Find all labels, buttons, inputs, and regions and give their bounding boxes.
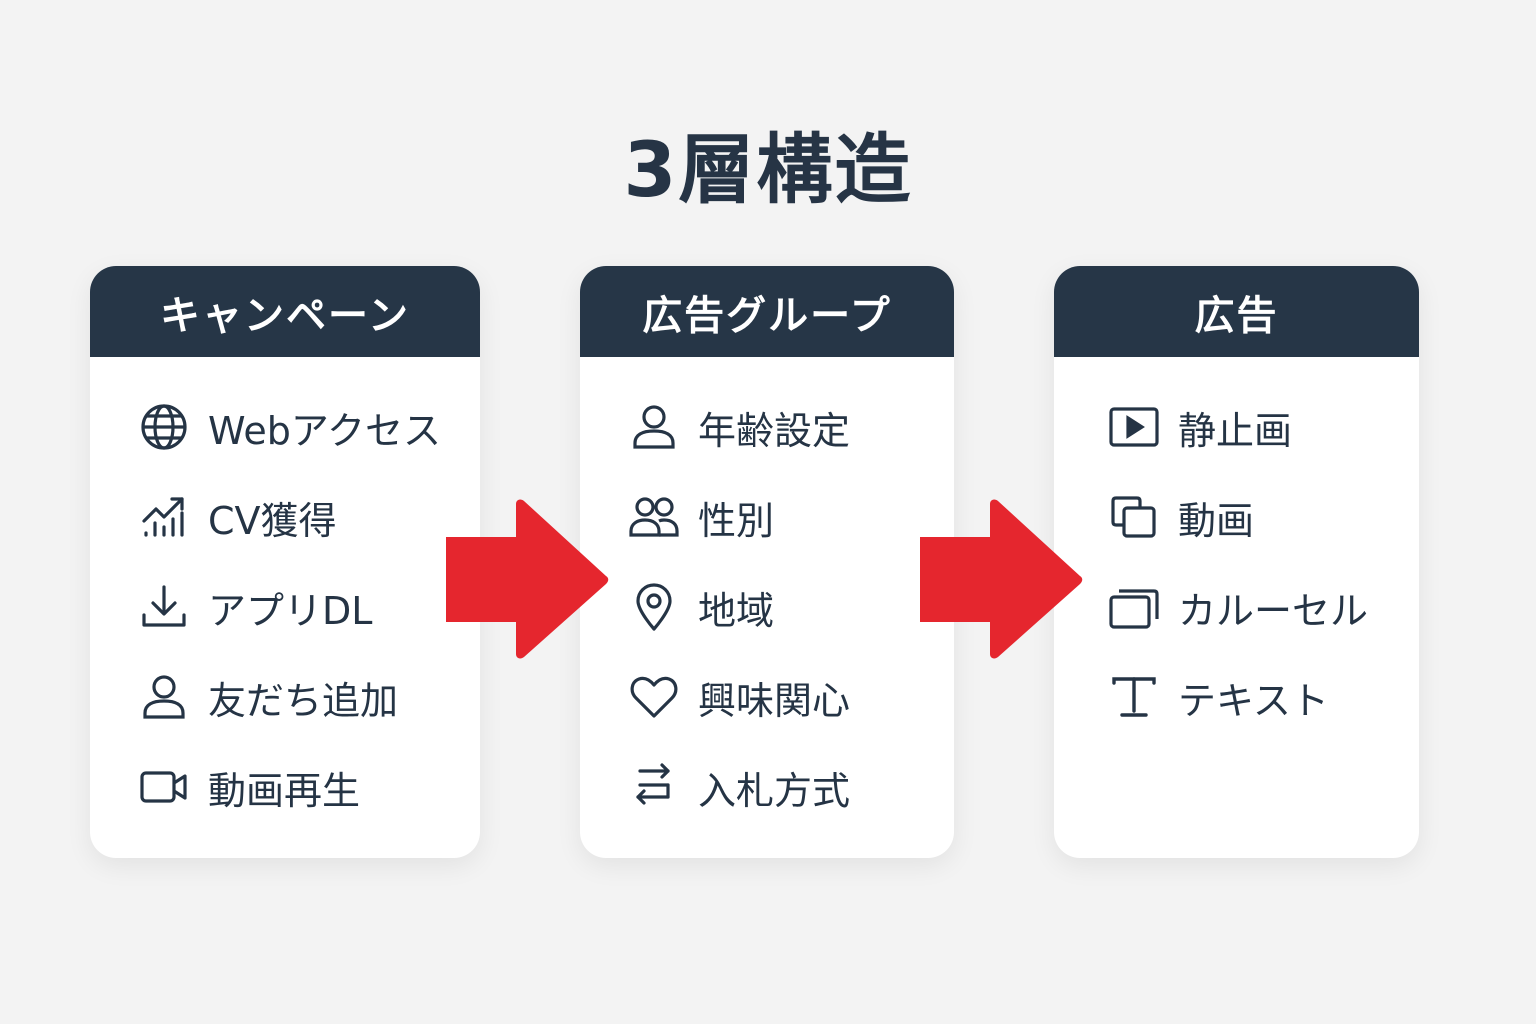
ad-card: 広告 静止画 動画: [1054, 266, 1419, 858]
overlapping-squares-icon: [1108, 491, 1160, 543]
list-item-gender: 性別: [628, 487, 774, 547]
arrow-right-icon: [920, 499, 1083, 659]
heart-icon: [628, 671, 680, 723]
list-item-age: 年齢設定: [628, 397, 850, 457]
list-item-still-image: 静止画: [1108, 397, 1292, 457]
ad-group-header: 広告グループ: [580, 266, 954, 357]
globe-icon: [138, 401, 190, 453]
campaign-header: キャンペーン: [90, 266, 480, 357]
list-item-interest: 興味関心: [628, 667, 850, 727]
list-item-video-play: 動画再生: [138, 757, 360, 817]
carousel-icon: [1108, 581, 1160, 633]
user-icon: [628, 401, 680, 453]
map-pin-icon: [628, 581, 680, 633]
arrow-right-icon: [446, 499, 609, 659]
chart-trend-icon: [138, 491, 190, 543]
list-item-text: テキスト: [1108, 667, 1329, 727]
text-icon: [1108, 671, 1160, 723]
campaign-card: キャンペーン Webアクセス: [90, 266, 480, 858]
play-image-icon: [1108, 401, 1160, 453]
ad-group-card: 広告グループ 年齢設定 性別: [580, 266, 954, 858]
video-camera-icon: [138, 761, 190, 813]
list-item-video: 動画: [1108, 487, 1254, 547]
list-item-app-dl: アプリDL: [138, 577, 372, 637]
bid-arrows-icon: [628, 761, 680, 813]
user-icon: [138, 671, 190, 723]
ad-header: 広告: [1054, 266, 1419, 357]
page-title: 3層構造: [623, 125, 913, 214]
list-item-bidding: 入札方式: [628, 757, 850, 817]
list-item-region: 地域: [628, 577, 774, 637]
list-item-web-access: Webアクセス: [138, 397, 441, 457]
users-icon: [628, 491, 680, 543]
list-item-add-friend: 友だち追加: [138, 667, 398, 727]
list-item-cv: CV獲得: [138, 487, 337, 547]
list-item-carousel: カルーセル: [1108, 577, 1368, 637]
download-icon: [138, 581, 190, 633]
